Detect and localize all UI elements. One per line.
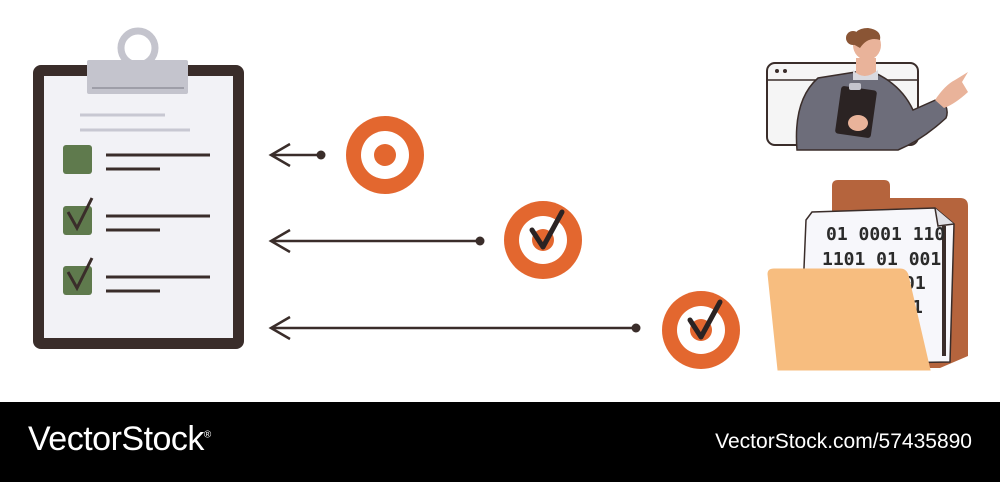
- brand-logo: VectorStock®: [28, 420, 211, 459]
- checkmark-icon: [66, 197, 94, 232]
- target-check-icon: [504, 201, 582, 279]
- target-check-icon: [662, 291, 740, 369]
- document-folder: 01 0001 110 1101 01 001 01 1: [767, 180, 968, 371]
- target-icon: [346, 116, 424, 194]
- binary-line: 01 0001 110: [826, 224, 945, 245]
- arrow-1: [268, 142, 326, 168]
- credit-text: VectorStock.com/57435890: [715, 430, 972, 453]
- checkbox-checked: [63, 266, 92, 295]
- clipboard: [33, 27, 244, 349]
- brand-name: VectorStock: [28, 420, 204, 458]
- binary-line: 1: [912, 297, 923, 318]
- arrow-3: [268, 315, 641, 341]
- checklist-item: [63, 257, 210, 295]
- arrow-2: [268, 228, 485, 254]
- checklist-item: [63, 197, 210, 235]
- binary-line: 1101 01 001: [822, 249, 941, 270]
- checkbox-checked: [63, 206, 92, 235]
- folder-front: [767, 268, 931, 371]
- checkmark-icon: [66, 257, 94, 292]
- person-in-window: [766, 28, 968, 151]
- clipboard-ring: [117, 27, 159, 69]
- registered-mark: ®: [203, 429, 211, 441]
- pointing-hand: [935, 72, 968, 108]
- arrow-left-icon: [268, 315, 291, 341]
- arrow-left-icon: [268, 142, 291, 168]
- watermark-footer: VectorStock® VectorStock.com/57435890: [0, 402, 1000, 482]
- clipboard-clip: [87, 60, 188, 94]
- arrow-left-icon: [268, 228, 291, 254]
- illustration: 01 0001 110 1101 01 001 01 1: [33, 27, 968, 371]
- checkbox-empty: [63, 145, 92, 174]
- checklist-item: [63, 145, 210, 174]
